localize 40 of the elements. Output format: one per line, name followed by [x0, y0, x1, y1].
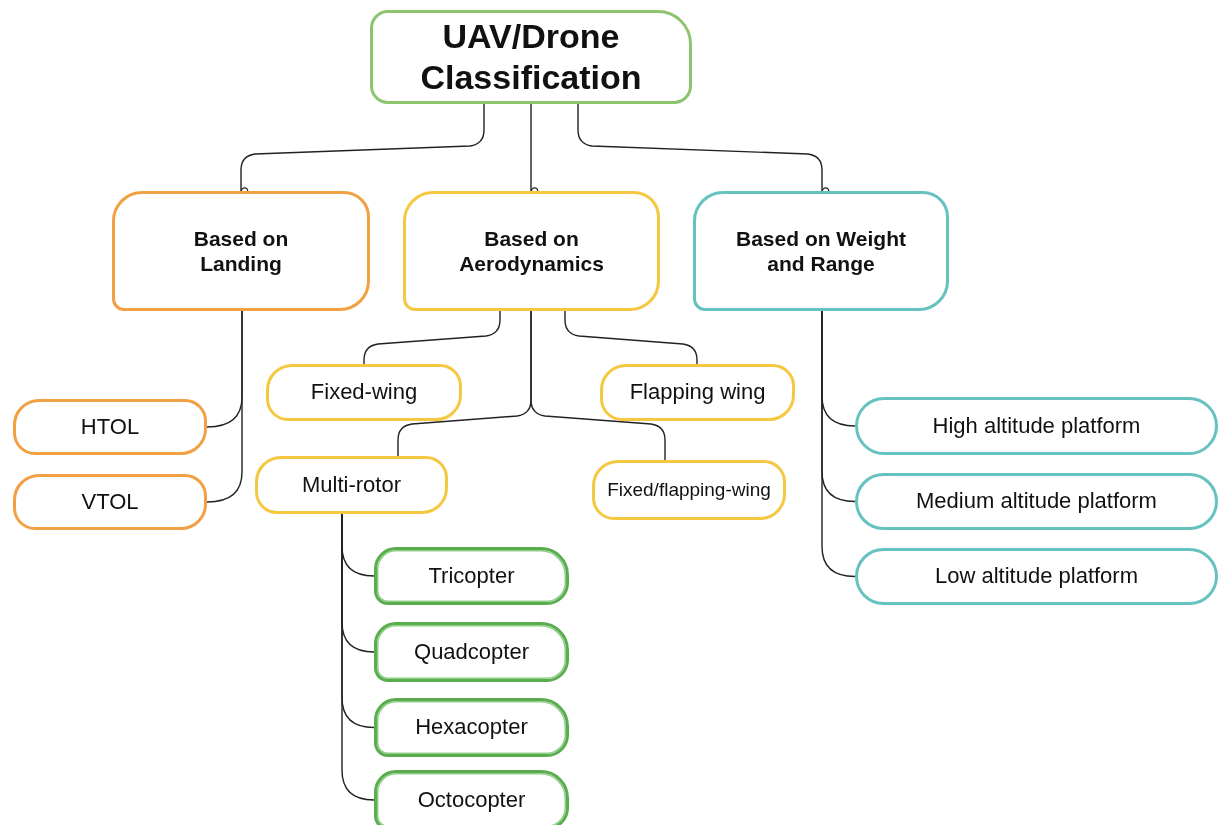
- connector-line: [206, 310, 243, 503]
- item-box: [592, 460, 786, 520]
- item-box: [374, 547, 569, 605]
- node-label: Quadcopter: [414, 638, 529, 666]
- connector-line: [530, 310, 666, 461]
- node-label: Based on Aerodynamics: [458, 225, 605, 277]
- node-label: Octocopter: [417, 786, 526, 814]
- connector-line: [341, 513, 375, 801]
- node-label: Multi-rotor: [302, 471, 401, 499]
- node-label: Hexacopter: [415, 714, 528, 741]
- category-box: [403, 191, 660, 311]
- item-box: [855, 397, 1218, 455]
- node-label: Medium altitude platform: [916, 488, 1157, 515]
- node-label: Low altitude platform: [935, 563, 1138, 590]
- node-label: Tricopter: [428, 562, 515, 590]
- node-label: Fixed/flapping-wing: [607, 478, 771, 502]
- item-box: [855, 548, 1218, 605]
- item-box: [374, 622, 569, 682]
- category-box: [112, 191, 370, 311]
- node-label: High altitude platform: [932, 412, 1141, 440]
- node-label: HTOL: [80, 413, 140, 441]
- item-box: [600, 364, 795, 421]
- category-box: [693, 191, 949, 311]
- node-label: VTOL: [81, 488, 139, 516]
- item-box: [374, 698, 569, 757]
- node-label: Flapping wing: [629, 379, 766, 406]
- item-box: [255, 456, 448, 514]
- category-box: [370, 10, 692, 104]
- item-box: [13, 399, 207, 455]
- item-box: [266, 364, 462, 421]
- connector-line: [363, 310, 501, 365]
- item-box: [855, 473, 1218, 530]
- item-box: [374, 770, 569, 825]
- node-label: Fixed-wing: [310, 379, 418, 406]
- connector-line: [564, 310, 698, 365]
- connector-line: [821, 310, 856, 578]
- item-box: [13, 474, 207, 530]
- node-label: UAV/Drone Classification: [419, 16, 643, 98]
- node-label: Based on Weight and Range: [735, 225, 907, 277]
- node-label: Based on Landing: [192, 225, 290, 277]
